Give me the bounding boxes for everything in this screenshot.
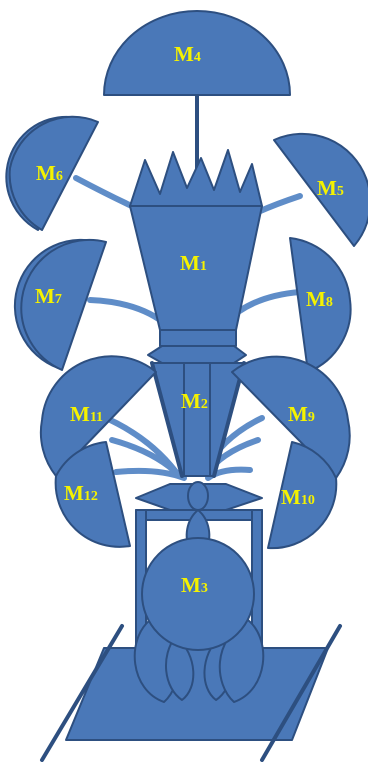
holder-bead [188,482,208,510]
m2-core [184,363,210,476]
m1-neck [160,330,236,346]
arm-m12 [116,471,184,478]
arm-m5 [258,196,300,212]
plate [66,648,328,740]
node-m4 [104,11,290,188]
m1-collar [148,346,246,363]
arm-m6 [76,178,136,208]
